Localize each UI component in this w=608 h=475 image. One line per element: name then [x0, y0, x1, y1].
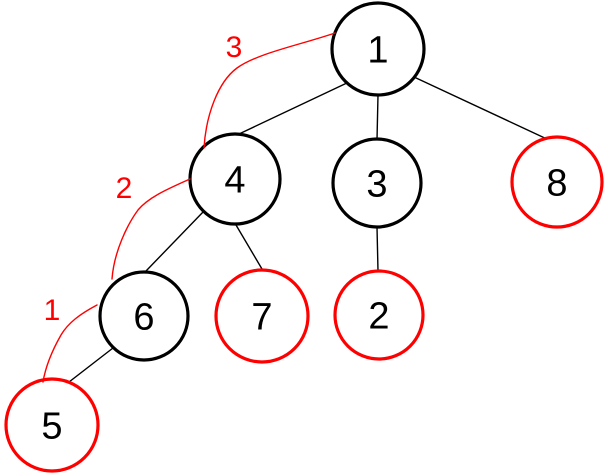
node-circle-red	[214, 268, 310, 364]
tree-node-2: 2	[333, 269, 425, 361]
tree-node-3: 3	[331, 137, 423, 229]
tree-node-1: 1	[330, 1, 426, 97]
insertion-steps-layer: 1 2 3	[42, 31, 336, 383]
node-circle-red	[4, 377, 100, 473]
tree-node-5: 5	[4, 377, 100, 473]
tree-edge-4-6	[145, 210, 205, 272]
node-label: 5	[41, 406, 62, 448]
node-label: 8	[546, 163, 567, 205]
nodes-layer: 1 4 3 8 6 7 2 5	[4, 1, 604, 473]
insertion-step-curve-6-5	[42, 304, 98, 383]
node-label: 6	[133, 297, 154, 339]
tree-edge-3-2	[376, 226, 379, 272]
node-circle-black	[330, 1, 426, 97]
tree-node-4: 4	[188, 132, 282, 226]
node-label: 7	[251, 297, 272, 339]
node-circle-red	[333, 269, 425, 361]
tree-edge-1-8	[413, 76, 550, 141]
tree-node-6: 6	[98, 270, 190, 362]
node-label: 1	[367, 30, 388, 72]
edges-layer	[68, 76, 550, 383]
insertion-step-curve-1-4	[203, 32, 336, 149]
insertion-step-label: 2	[116, 172, 133, 205]
tree-node-7: 7	[214, 268, 310, 364]
node-circle-red	[510, 135, 604, 229]
tree-edge-4-7	[235, 224, 263, 270]
insertion-step-label: 3	[226, 31, 243, 64]
node-label: 3	[366, 164, 387, 206]
tree-edge-1-3	[376, 94, 379, 141]
insertion-step-label: 1	[44, 294, 61, 327]
tree-edge-1-4	[238, 81, 350, 135]
node-circle-black	[331, 137, 423, 229]
tree-node-8: 8	[510, 135, 604, 229]
node-circle-black	[98, 270, 190, 362]
tree-edge-6-5	[68, 347, 114, 383]
insertion-step-curve-4-6	[111, 178, 191, 280]
node-label: 2	[368, 296, 389, 338]
node-label: 4	[224, 160, 245, 202]
